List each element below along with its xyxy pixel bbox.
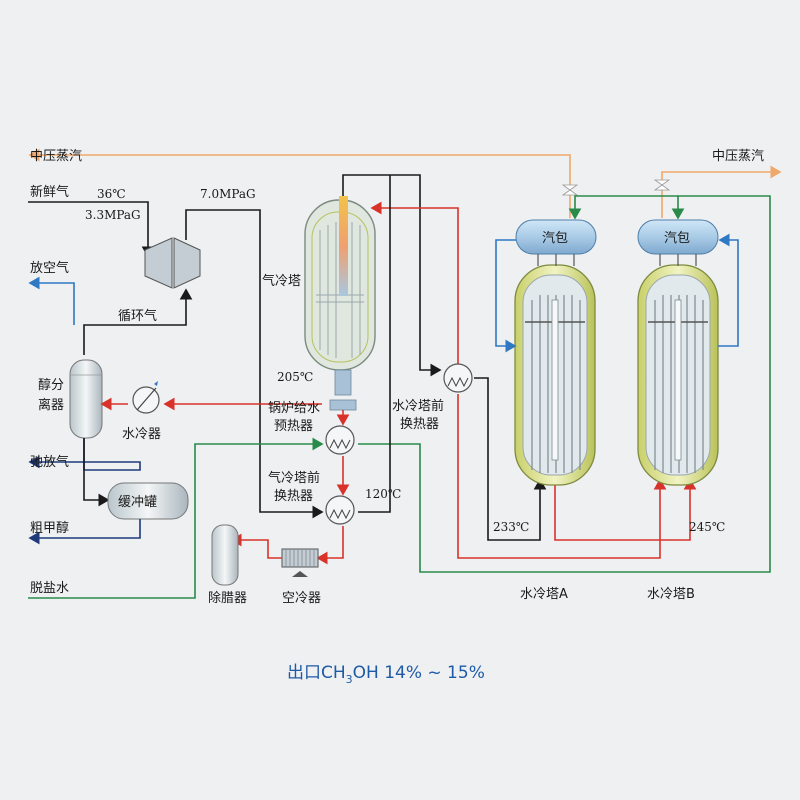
water-tower-hx-label-2: 换热器 (400, 417, 439, 432)
recycle-gas-label: 循环气 (118, 308, 157, 324)
boiler-feed-water-preheater[interactable] (325, 425, 355, 455)
temp-36-label: 36℃ (97, 187, 126, 201)
temp-205-label: 205℃ (277, 370, 313, 384)
steam-drum-a-label: 汽包 (542, 231, 568, 246)
water-cooled-tower-b[interactable] (637, 264, 719, 486)
air-cooler[interactable] (281, 548, 319, 577)
vent-gas-label: 放空气 (30, 260, 69, 276)
buffer-tank[interactable] (107, 482, 189, 520)
dewaxer[interactable] (211, 524, 239, 586)
press-33-label: 3.3MPaG (85, 208, 141, 222)
fresh-gas-label: 新鲜气 (30, 184, 69, 200)
steam-valve-a-icon[interactable] (561, 184, 579, 196)
methanol-separator-label-1: 醇分 (38, 377, 64, 393)
desalted-water-label: 脱盐水 (30, 581, 69, 596)
mp-steam-left-label: 中压蒸汽 (30, 149, 82, 164)
steam-drum-a[interactable] (515, 219, 597, 266)
temp-233-label: 233℃ (493, 520, 529, 534)
steam-drum-b-label: 汽包 (664, 231, 690, 246)
temp-245-label: 245℃ (689, 520, 725, 534)
water-cooler-label: 水冷器 (122, 427, 161, 442)
air-cooler-label: 空冷器 (282, 591, 321, 606)
medium-pressure-steam-lines (28, 148, 782, 218)
water-tower-b-label: 水冷塔B (647, 587, 695, 602)
water-cooler[interactable] (132, 381, 160, 414)
gas-tower-hx-label-1: 气冷塔前 (268, 470, 320, 486)
crude-methanol-label: 粗甲醇 (30, 520, 69, 536)
compressor-stage-2 (173, 237, 201, 289)
boiler-feed-label-2: 预热器 (274, 419, 313, 434)
temp-120-label: 120℃ (365, 487, 401, 501)
gas-cooled-tower-label: 气冷塔 (262, 273, 301, 289)
methanol-separator-label-2: 离器 (38, 397, 64, 413)
fresh-gas-and-compressor (28, 201, 324, 519)
purge-gas-label: 弛放气 (30, 454, 69, 470)
buffer-tank-label: 缓冲罐 (118, 495, 157, 510)
methanol-separator[interactable] (69, 359, 103, 439)
gas-cooled-tower[interactable] (304, 196, 376, 411)
water-tower-hx-label-1: 水冷塔前 (392, 398, 444, 414)
gas-tower-hx-label-2: 换热器 (274, 489, 313, 504)
mp-steam-right-label: 中压蒸汽 (712, 149, 764, 164)
water-tower-a-label: 水冷塔A (520, 587, 568, 602)
outlet-methanol-caption: 出口CH3OH 14% ~ 15% (287, 663, 485, 686)
gas-tower-pre-heat-exchanger[interactable] (325, 495, 355, 525)
steam-valve-b-icon[interactable] (653, 179, 671, 191)
crude-methanol-line (28, 519, 141, 545)
boiler-feed-label-1: 锅炉给水 (268, 400, 320, 416)
water-tower-pre-heat-exchanger[interactable] (443, 363, 473, 393)
vent-gas-line (28, 276, 75, 325)
steam-drum-b[interactable] (637, 219, 719, 266)
desalted-water-line (28, 437, 324, 599)
compressor-stage-1 (144, 237, 173, 289)
press-70-label: 7.0MPaG (200, 187, 256, 201)
water-cooled-tower-a[interactable] (514, 264, 596, 486)
dewaxer-label: 除腊器 (208, 591, 247, 606)
